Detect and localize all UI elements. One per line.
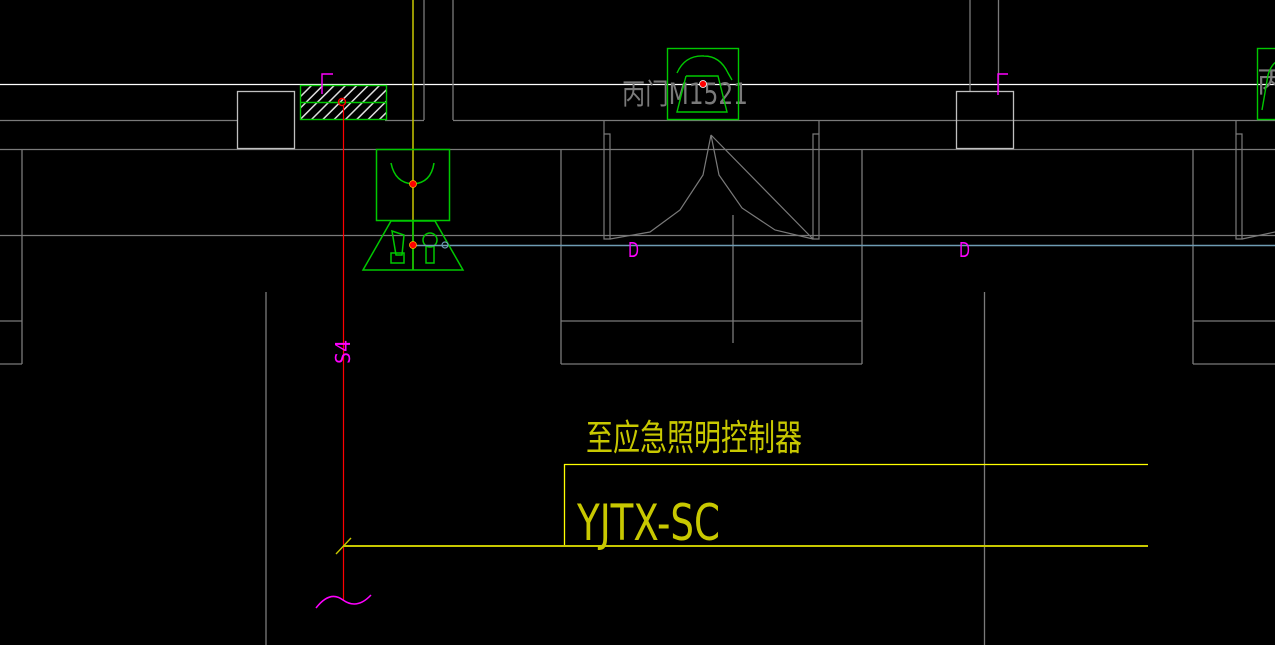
door-tag-right: 丙 bbox=[1257, 65, 1275, 99]
device-node bbox=[699, 80, 707, 88]
break-symbol bbox=[315, 594, 372, 609]
column-right bbox=[955, 90, 1015, 150]
leader-tick bbox=[335, 537, 352, 555]
column-left bbox=[236, 90, 296, 150]
double-door-middle bbox=[603, 120, 820, 240]
door-symbol-left: D bbox=[628, 238, 639, 262]
door-release-device[interactable] bbox=[666, 47, 740, 121]
section-marks bbox=[321, 73, 1008, 95]
cable-end-node bbox=[441, 241, 449, 249]
double-door-right bbox=[1235, 120, 1275, 240]
device-node bbox=[409, 180, 417, 188]
cable-spec-box bbox=[563, 463, 1148, 546]
destination-note: 至应急照明控制器 bbox=[586, 418, 802, 459]
door-release-device-right[interactable] bbox=[1256, 47, 1275, 121]
cable-spec: YJTX-SC bbox=[576, 494, 720, 552]
door-symbol-right: D bbox=[959, 238, 970, 262]
circuit-label: S4 bbox=[331, 340, 355, 364]
device-node bbox=[409, 241, 417, 249]
